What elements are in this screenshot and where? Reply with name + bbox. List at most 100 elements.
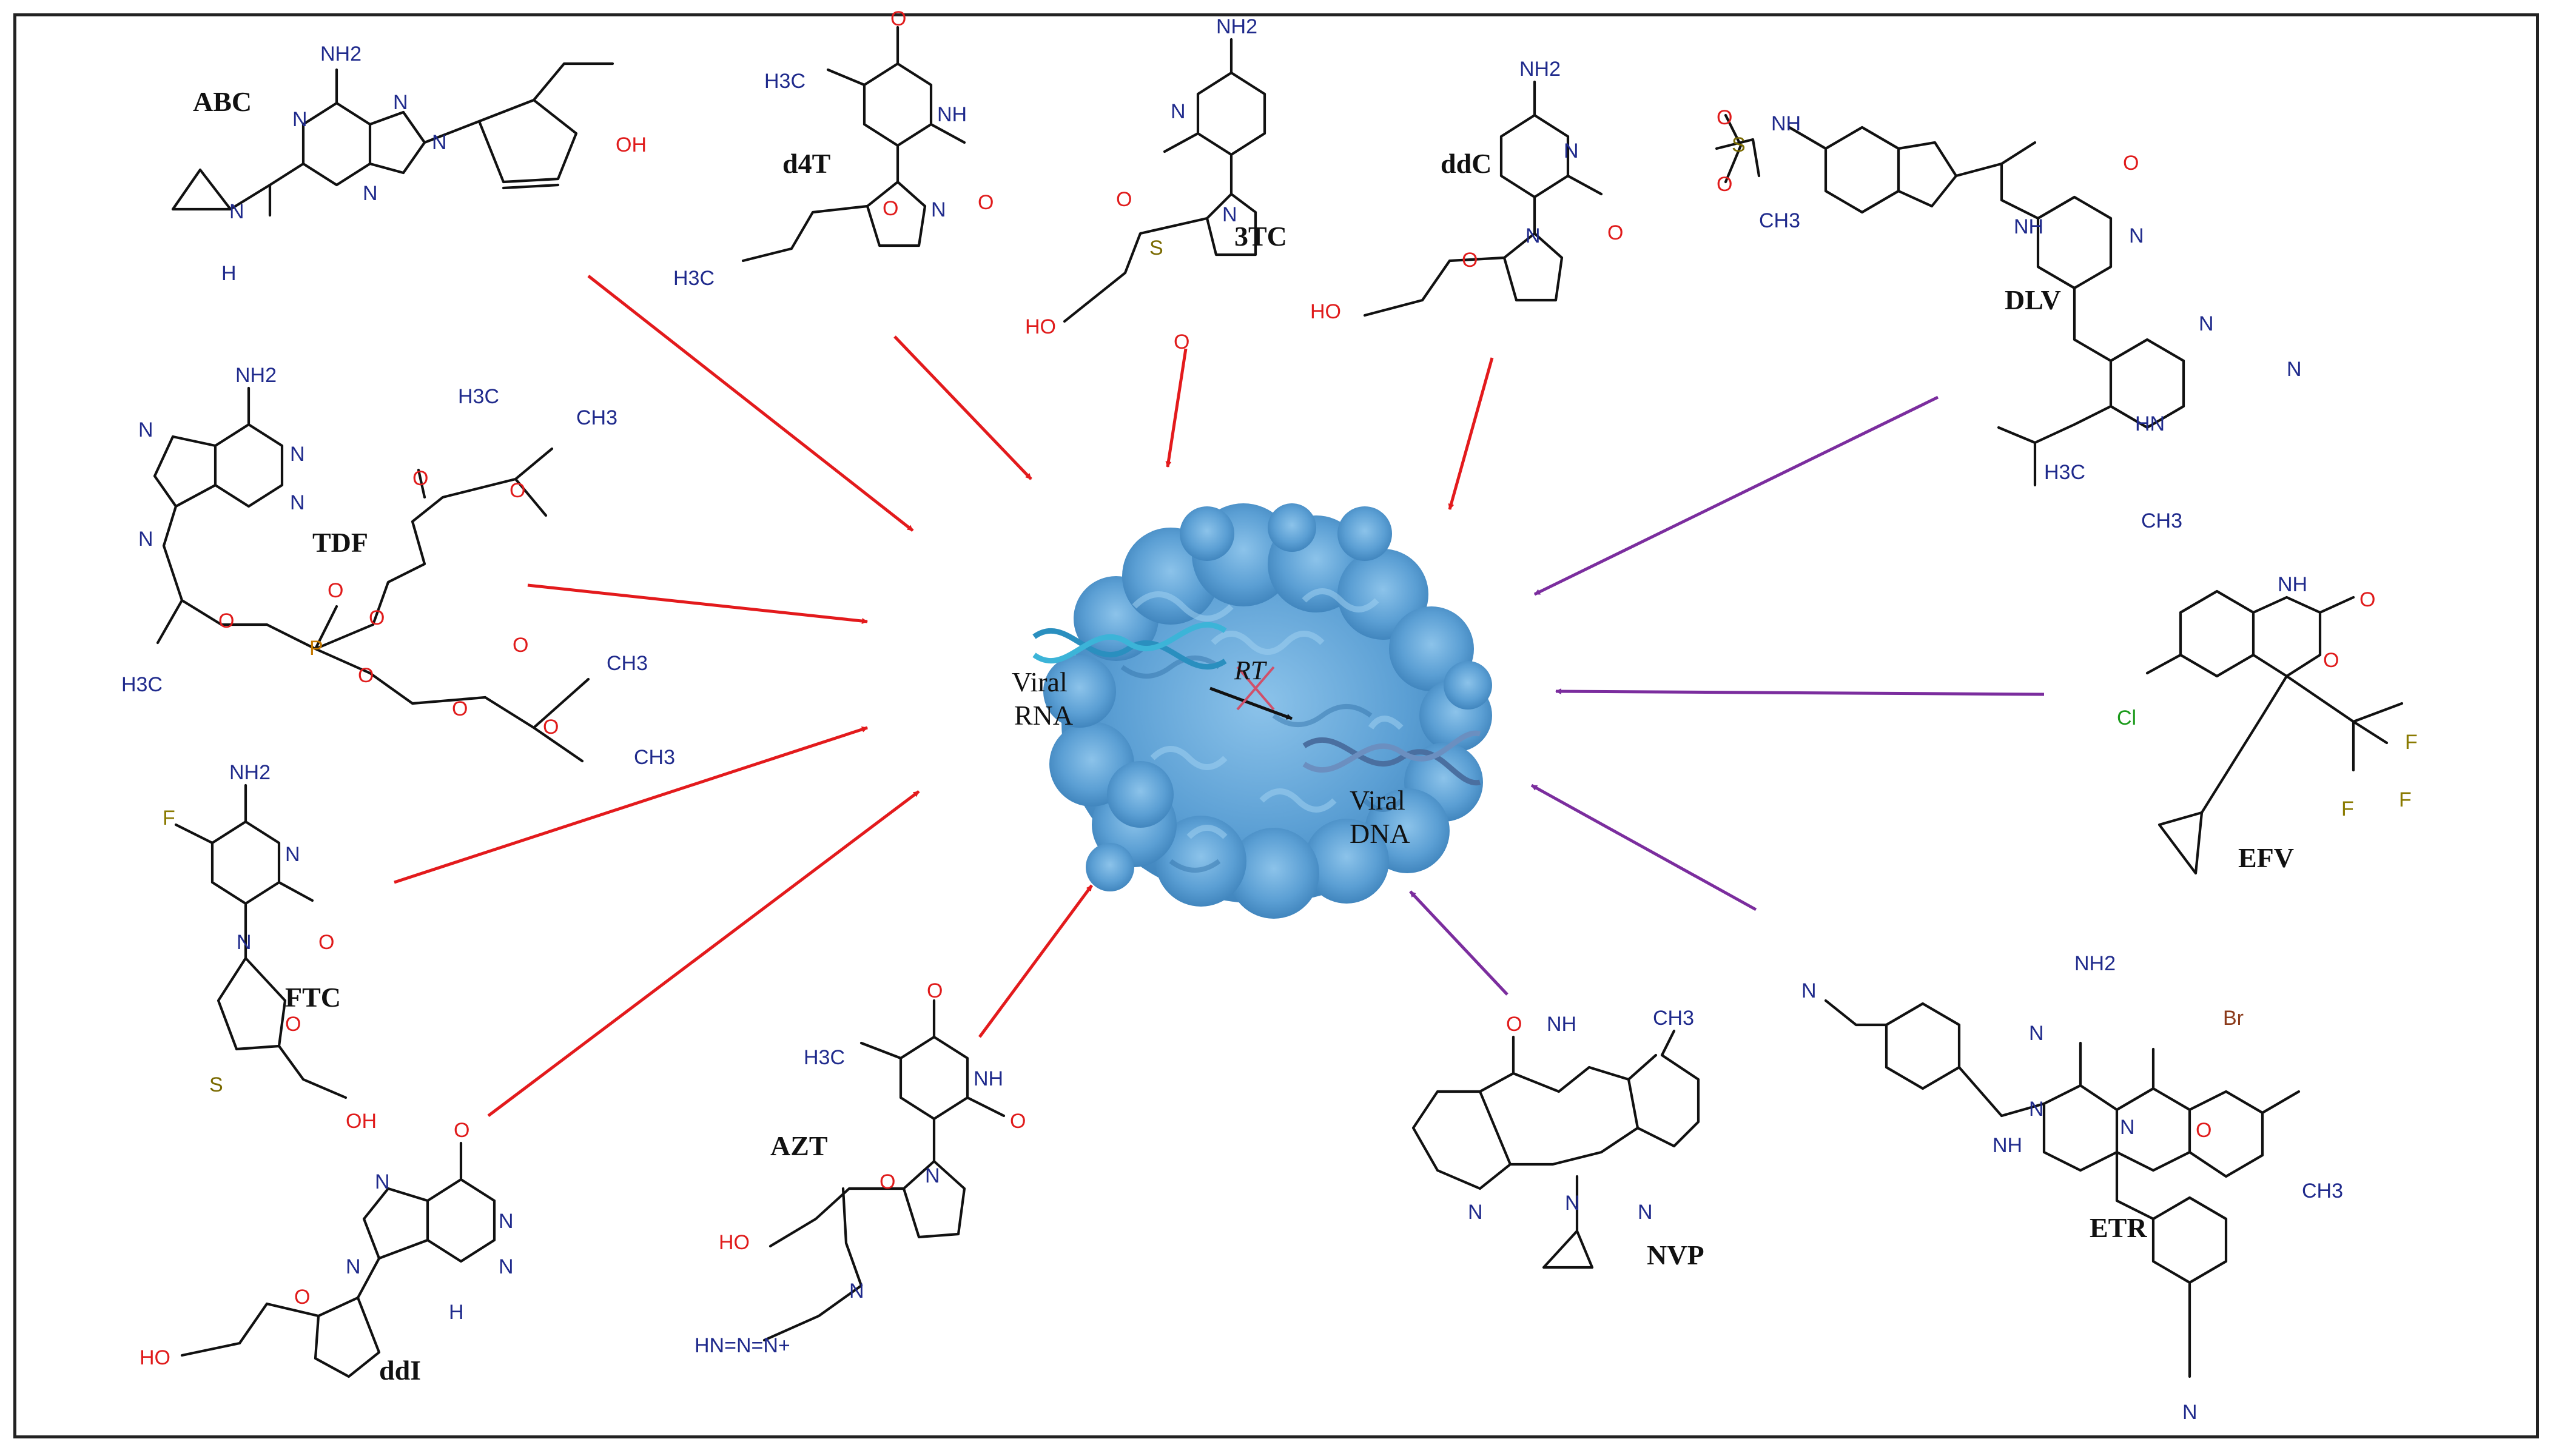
ftc-f: F — [163, 807, 175, 830]
tdf-o5: O — [412, 467, 428, 490]
tdf-p: P — [309, 637, 323, 660]
dlv-o2: O — [1717, 173, 1732, 196]
d4t-n: N — [931, 198, 946, 221]
d4t-label: d4T — [782, 148, 830, 179]
arrow-dlv — [1533, 395, 1939, 596]
3tc-s: S — [1149, 237, 1163, 260]
efv-nh: NH — [2278, 573, 2307, 596]
arrow-d4t — [893, 335, 1032, 480]
tdf-ch3-r1: CH3 — [607, 652, 648, 675]
etr-n3: N — [2120, 1116, 2135, 1139]
abc-n3: N — [393, 91, 408, 114]
d4t-o1: O — [890, 7, 906, 30]
etr-ch3: CH3 — [2302, 1179, 2343, 1203]
d4t-o2: O — [978, 191, 994, 214]
ddi-n2: N — [499, 1210, 514, 1233]
azt-o2: O — [1010, 1110, 1026, 1133]
nvp-n3: N — [1638, 1201, 1653, 1224]
dlv-nh-indole: NH — [2014, 215, 2043, 238]
dlv-h3c: H3C — [2044, 461, 2085, 484]
abc-n2: N — [363, 182, 378, 205]
3tc-n2: N — [1222, 203, 1237, 226]
etr-n-cyano2: N — [2182, 1401, 2198, 1424]
etr-label: ETR — [2090, 1212, 2147, 1243]
3tc-o2: O — [1174, 330, 1189, 354]
nvp-o: O — [1506, 1013, 1522, 1036]
tdf-n4: N — [290, 491, 305, 514]
viral-dna-strand — [1302, 730, 1481, 786]
tdf-o9: O — [543, 716, 559, 739]
d4t-o3: O — [883, 197, 898, 220]
ddi-n1: N — [375, 1170, 390, 1193]
tdf-ch3-top: CH3 — [576, 406, 617, 429]
etr-n-cyano1: N — [1801, 979, 1817, 1002]
azt-o1: O — [927, 979, 943, 1002]
viral-dna-label-line2: DNA — [1350, 818, 1410, 849]
etr-nh2: NH2 — [2074, 952, 2116, 975]
dlv-o3: O — [2123, 152, 2139, 175]
arrow-abc — [587, 275, 914, 532]
ddi-o1: O — [454, 1119, 469, 1142]
abc-nh2: NH2 — [320, 42, 362, 65]
dlv-n3: N — [2287, 358, 2302, 381]
etr-structure: ETR N NH2 Br N N NH N O CH3 N — [1801, 952, 2343, 1424]
tdf-ch3-r2: CH3 — [634, 746, 675, 769]
nnrti-arrows — [1409, 395, 2045, 996]
nvp-label: NVP — [1647, 1240, 1704, 1270]
reverse-transcriptase-enzyme: RT Viral RNA Viral DNA — [1012, 503, 1492, 919]
azt-structure: AZT O NH O N O H3C HO N HN=N=N+ — [694, 979, 1026, 1357]
dlv-o1: O — [1717, 106, 1732, 129]
arrow-ddi — [487, 790, 920, 1117]
tdf-n3: N — [290, 443, 305, 466]
protein-surface — [1043, 503, 1492, 919]
dlv-ch3-b: CH3 — [2141, 509, 2182, 532]
azt-n-azide: N — [849, 1280, 864, 1303]
nvp-structure: NVP O NH CH3 N N N — [1411, 1007, 1704, 1270]
ftc-label: FTC — [285, 982, 341, 1013]
tdf-n1: N — [138, 418, 153, 441]
nvp-n2: N — [1565, 1192, 1580, 1215]
azt-azide: HN=N=N+ — [694, 1334, 790, 1357]
arrow-efv — [1555, 688, 2045, 696]
arrow-ftc — [394, 726, 868, 884]
tdf-n2: N — [138, 528, 153, 551]
abc-n4: N — [432, 131, 447, 154]
etr-nh: NH — [1993, 1134, 2022, 1157]
arrow-ddc — [1448, 357, 1494, 510]
ddc-o1: O — [1607, 221, 1623, 244]
dlv-s: S — [1732, 133, 1746, 156]
tdf-o2: O — [328, 579, 343, 602]
ddi-n4: N — [346, 1255, 361, 1278]
tdf-o1: O — [218, 609, 234, 632]
arrow-3tc — [1165, 348, 1188, 468]
efv-f3: F — [2341, 797, 2354, 820]
viral-rna-label-line2: RNA — [1014, 700, 1073, 731]
azt-n: N — [925, 1164, 940, 1187]
tdf-h3c-top: H3C — [458, 385, 499, 408]
ftc-n1: N — [285, 843, 300, 866]
protein-texture — [1132, 588, 1404, 839]
ddi-n3: N — [499, 1255, 514, 1278]
ddc-o2: O — [1462, 249, 1478, 272]
etr-o: O — [2196, 1119, 2211, 1142]
d4t-structure: d4T O NH O N O H3C H3C — [673, 7, 994, 290]
d4t-nh: NH — [937, 103, 967, 126]
rt-label: RT — [1234, 656, 1268, 685]
ddc-n1: N — [1564, 139, 1579, 163]
azt-nh: NH — [974, 1067, 1003, 1090]
efv-f2: F — [2399, 788, 2412, 811]
tdf-o7: O — [452, 697, 468, 720]
ddc-label: ddC — [1441, 148, 1492, 179]
dlv-hn: HN — [2135, 412, 2165, 435]
dlv-label: DLV — [2005, 284, 2061, 315]
ftc-s: S — [209, 1073, 223, 1096]
ddi-o2: O — [294, 1286, 310, 1309]
nrti-arrows — [394, 275, 1494, 1117]
ftc-n2: N — [237, 931, 252, 954]
d4t-h3c1: H3C — [764, 70, 805, 93]
ddc-n2: N — [1525, 224, 1541, 247]
ftc-oh: OH — [346, 1110, 377, 1133]
inhibition-cross — [1236, 666, 1275, 711]
abc-label: ABC — [193, 86, 252, 117]
dlv-ch3: CH3 — [1759, 209, 1800, 232]
